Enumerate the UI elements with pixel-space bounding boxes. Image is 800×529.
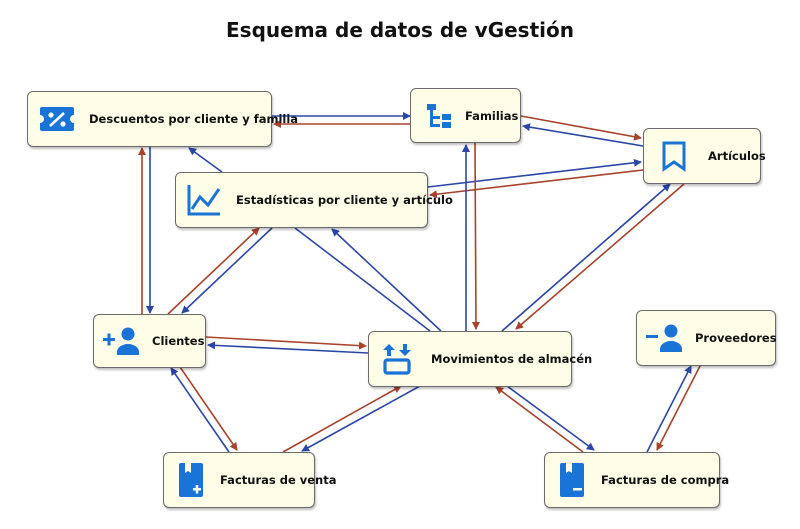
node-facturas-venta[interactable]: Facturas de venta [163, 452, 337, 508]
transfer-icon [377, 342, 417, 376]
edge-articulos-movimientos [515, 183, 685, 330]
node-label: Movimientos de almacén [431, 352, 593, 366]
bookmark-icon [654, 140, 694, 172]
diagram-title: Esquema de datos de vGestión [226, 18, 574, 42]
invoice-minus-icon [557, 462, 587, 498]
chart-icon [184, 183, 224, 217]
node-label: Descuentos por cliente y familia [89, 112, 299, 126]
node-label: Familias [465, 108, 519, 123]
edge-estadisticas-clientes [181, 227, 273, 314]
node-label: Facturas de venta [220, 473, 337, 487]
edge-proveedores-facturas-compra [656, 365, 701, 451]
node-estadisticas[interactable]: Estadísticas por cliente y artículo [175, 172, 453, 228]
node-clientes[interactable]: Clientes [93, 314, 206, 368]
node-label: Clientes [152, 334, 205, 348]
edge-movimientos-clientes [207, 341, 369, 354]
edge-movimientos-articulos [501, 183, 671, 332]
edge-movimientos-estadisticas-a [294, 227, 431, 332]
edge-facturas-compra-movimientos [495, 386, 584, 453]
edge-familias-articulos [520, 115, 642, 141]
node-label: Estadísticas por cliente y artículo [236, 193, 453, 207]
edge-articulos-familias [522, 123, 644, 147]
node-label: Proveedores [695, 331, 777, 345]
edge-clientes-movimientos [205, 336, 367, 350]
node-facturas-compra[interactable]: Facturas de compra [544, 452, 729, 508]
node-articulos[interactable]: Artículos [643, 128, 766, 184]
edge-facturas-venta-movimientos [282, 385, 402, 453]
tree-icon [419, 101, 459, 131]
discount-icon [37, 105, 77, 133]
edge-estadisticas-descuentos [188, 147, 223, 173]
edge-facturas-venta-clientes [170, 367, 230, 453]
add-person-icon [102, 326, 142, 356]
edge-movimientos-estadisticas-b [331, 228, 442, 332]
node-descuentos[interactable]: Descuentos por cliente y familia [27, 91, 298, 147]
node-proveedores[interactable]: Proveedores [636, 310, 777, 366]
node-movimientos[interactable]: Movimientos de almacén [368, 331, 592, 387]
invoice-plus-icon [176, 462, 206, 498]
edge-familias-movimientos [471, 142, 480, 330]
node-familias[interactable]: Familias [410, 88, 521, 143]
edge-movimientos-facturas-compra [506, 385, 595, 451]
remove-person-icon [645, 323, 685, 353]
edge-clientes-facturas-venta [179, 366, 238, 451]
edge-estadisticas-articulos [427, 158, 642, 188]
node-label: Facturas de compra [601, 473, 730, 487]
node-label: Artículos [708, 149, 766, 163]
edge-movimientos-facturas-venta [301, 385, 421, 452]
edge-clientes-estadisticas [167, 227, 260, 315]
edge-facturas-compra-proveedores [646, 365, 692, 453]
